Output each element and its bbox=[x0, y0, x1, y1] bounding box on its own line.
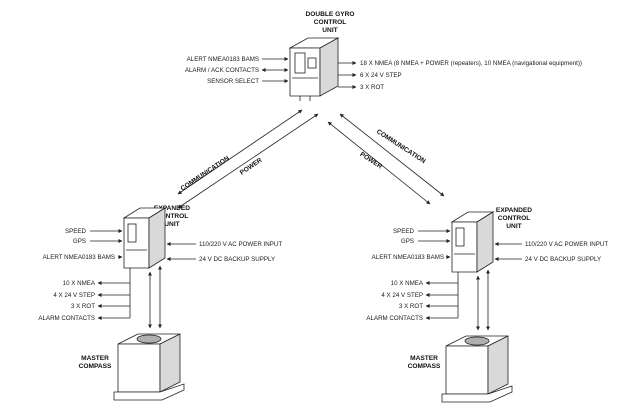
right-input-gps: GPS bbox=[401, 238, 414, 245]
left-compass-label-1: MASTER bbox=[81, 355, 109, 362]
left-unit-title-1: EXPANDED bbox=[154, 205, 190, 212]
double-gyro-control-unit: DOUBLE GYRO CONTROL UNIT ALERT NMEA0183 … bbox=[185, 11, 582, 101]
top-input-alarm: ALARM / ACK CONTACTS bbox=[185, 67, 259, 74]
left-power-dc: 24 V DC BACKUP SUPPLY bbox=[199, 256, 275, 263]
right-power-dc: 24 V DC BACKUP SUPPLY bbox=[525, 256, 601, 263]
right-compass-label-2: COMPASS bbox=[408, 363, 441, 370]
right-output-nmea: 10 X NMEA bbox=[391, 280, 424, 287]
right-unit-title-1: EXPANDED bbox=[496, 207, 532, 214]
left-output-alarm: ALARM CONTACTS bbox=[38, 315, 95, 322]
right-communication-label: COMMUNICATION bbox=[375, 128, 427, 165]
top-unit-title-1: DOUBLE GYRO bbox=[305, 11, 354, 18]
left-power-label: POWER bbox=[239, 157, 264, 177]
left-power-ac: 110/220 V AC POWER INPUT bbox=[199, 241, 282, 248]
top-unit-title-3: UNIT bbox=[322, 27, 337, 34]
right-power-ac: 110/220 V AC POWER INPUT bbox=[525, 241, 608, 248]
left-output-step: 4 X 24 V STEP bbox=[53, 292, 95, 299]
top-unit-title-2: CONTROL bbox=[314, 19, 347, 26]
left-output-rot: 3 X ROT bbox=[71, 303, 95, 310]
top-output-rot: 3 X ROT bbox=[360, 84, 384, 91]
top-unit-box bbox=[288, 37, 340, 101]
right-output-rot: 3 X ROT bbox=[399, 303, 423, 310]
left-unit-title-2: CONTROL bbox=[156, 213, 189, 220]
right-unit-title-3: UNIT bbox=[506, 223, 521, 230]
right-input-speed: SPEED bbox=[393, 228, 415, 235]
right-output-step: 4 X 24 V STEP bbox=[381, 292, 423, 299]
right-power-label: POWER bbox=[358, 151, 383, 171]
left-output-nmea: 10 X NMEA bbox=[63, 280, 96, 287]
top-input-alert: ALERT NMEA0183 BAMS bbox=[187, 56, 259, 63]
right-compass-label-1: MASTER bbox=[410, 355, 438, 362]
right-expanded-control-unit: EXPANDED CONTROL UNIT SPEED GPS ALERT NM… bbox=[366, 207, 608, 403]
right-unit-title-2: CONTROL bbox=[498, 215, 531, 222]
top-input-sensor: SENSOR SELECT bbox=[207, 78, 259, 85]
left-connection: COMMUNICATION POWER bbox=[177, 109, 319, 209]
left-master-compass-illustration bbox=[113, 333, 185, 401]
left-input-alert: ALERT NMEA0183 BAMS bbox=[43, 254, 115, 261]
left-expanded-control-unit: EXPANDED CONTROL UNIT SPEED GPS ALERT NM… bbox=[38, 205, 282, 401]
left-input-speed: SPEED bbox=[65, 228, 87, 235]
top-output-nmea: 18 X NMEA (8 NMEA + POWER (repeaters), 1… bbox=[360, 60, 582, 67]
top-output-step: 6 X 24 V STEP bbox=[360, 72, 402, 79]
right-master-compass-illustration bbox=[441, 335, 513, 403]
right-input-alert: ALERT NMEA0183 BAMS bbox=[372, 254, 444, 261]
right-unit-box bbox=[450, 211, 495, 273]
left-unit-title-3: UNIT bbox=[164, 221, 179, 228]
left-compass-label-2: COMPASS bbox=[79, 363, 112, 370]
right-output-alarm: ALARM CONTACTS bbox=[366, 315, 423, 322]
left-input-gps: GPS bbox=[73, 238, 86, 245]
left-communication-label: COMMUNICATION bbox=[180, 155, 231, 193]
right-connection: COMMUNICATION POWER bbox=[327, 113, 445, 205]
left-unit-box bbox=[122, 207, 167, 269]
